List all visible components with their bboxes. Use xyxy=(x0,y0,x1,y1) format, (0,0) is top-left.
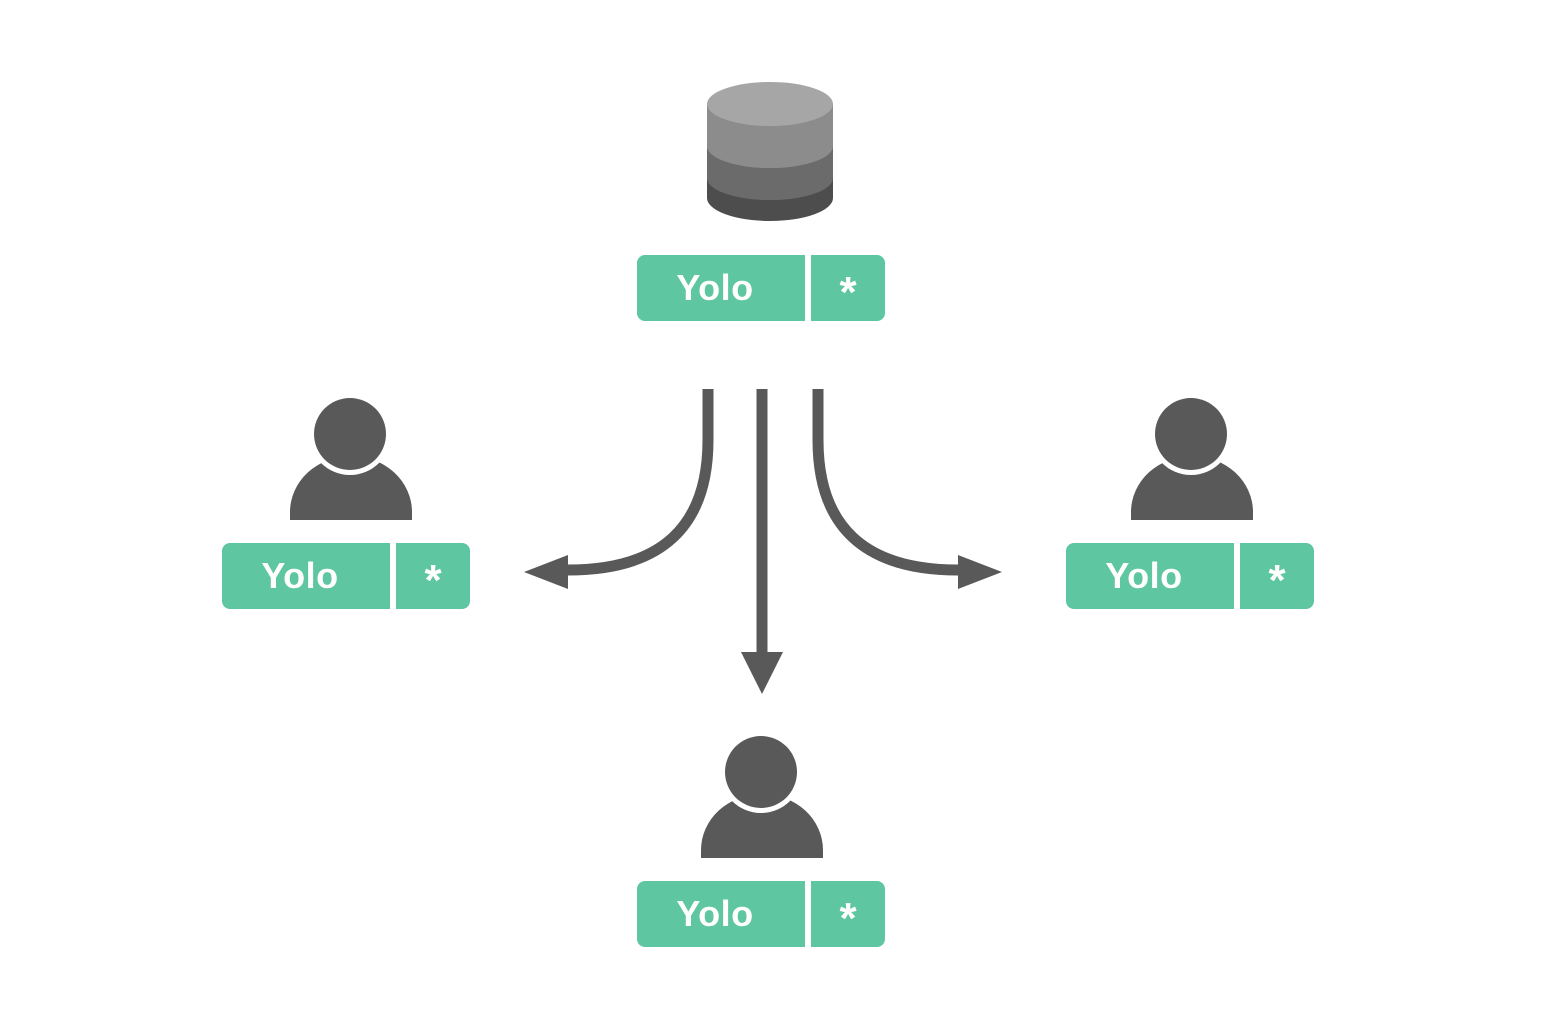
user-icon xyxy=(701,732,823,858)
client-tag-left: Yolo * xyxy=(222,543,470,609)
source-tag: Yolo * xyxy=(637,255,885,321)
arrow-down-icon xyxy=(741,389,783,694)
curved-arrow-right-icon xyxy=(812,389,1002,589)
client-tag-center: Yolo * xyxy=(637,881,885,947)
user-icon xyxy=(290,394,412,520)
tag-flag: * xyxy=(1240,543,1314,609)
tag-name: Yolo xyxy=(1066,543,1234,609)
tag-name: Yolo xyxy=(637,255,805,321)
tag-name: Yolo xyxy=(222,543,390,609)
tag-name: Yolo xyxy=(637,881,805,947)
tag-flag: * xyxy=(811,255,885,321)
user-icon xyxy=(1131,394,1253,520)
tag-flag: * xyxy=(396,543,470,609)
database-icon xyxy=(707,82,833,221)
client-tag-right: Yolo * xyxy=(1066,543,1314,609)
tag-flag: * xyxy=(811,881,885,947)
curved-arrow-left-icon xyxy=(524,389,714,589)
